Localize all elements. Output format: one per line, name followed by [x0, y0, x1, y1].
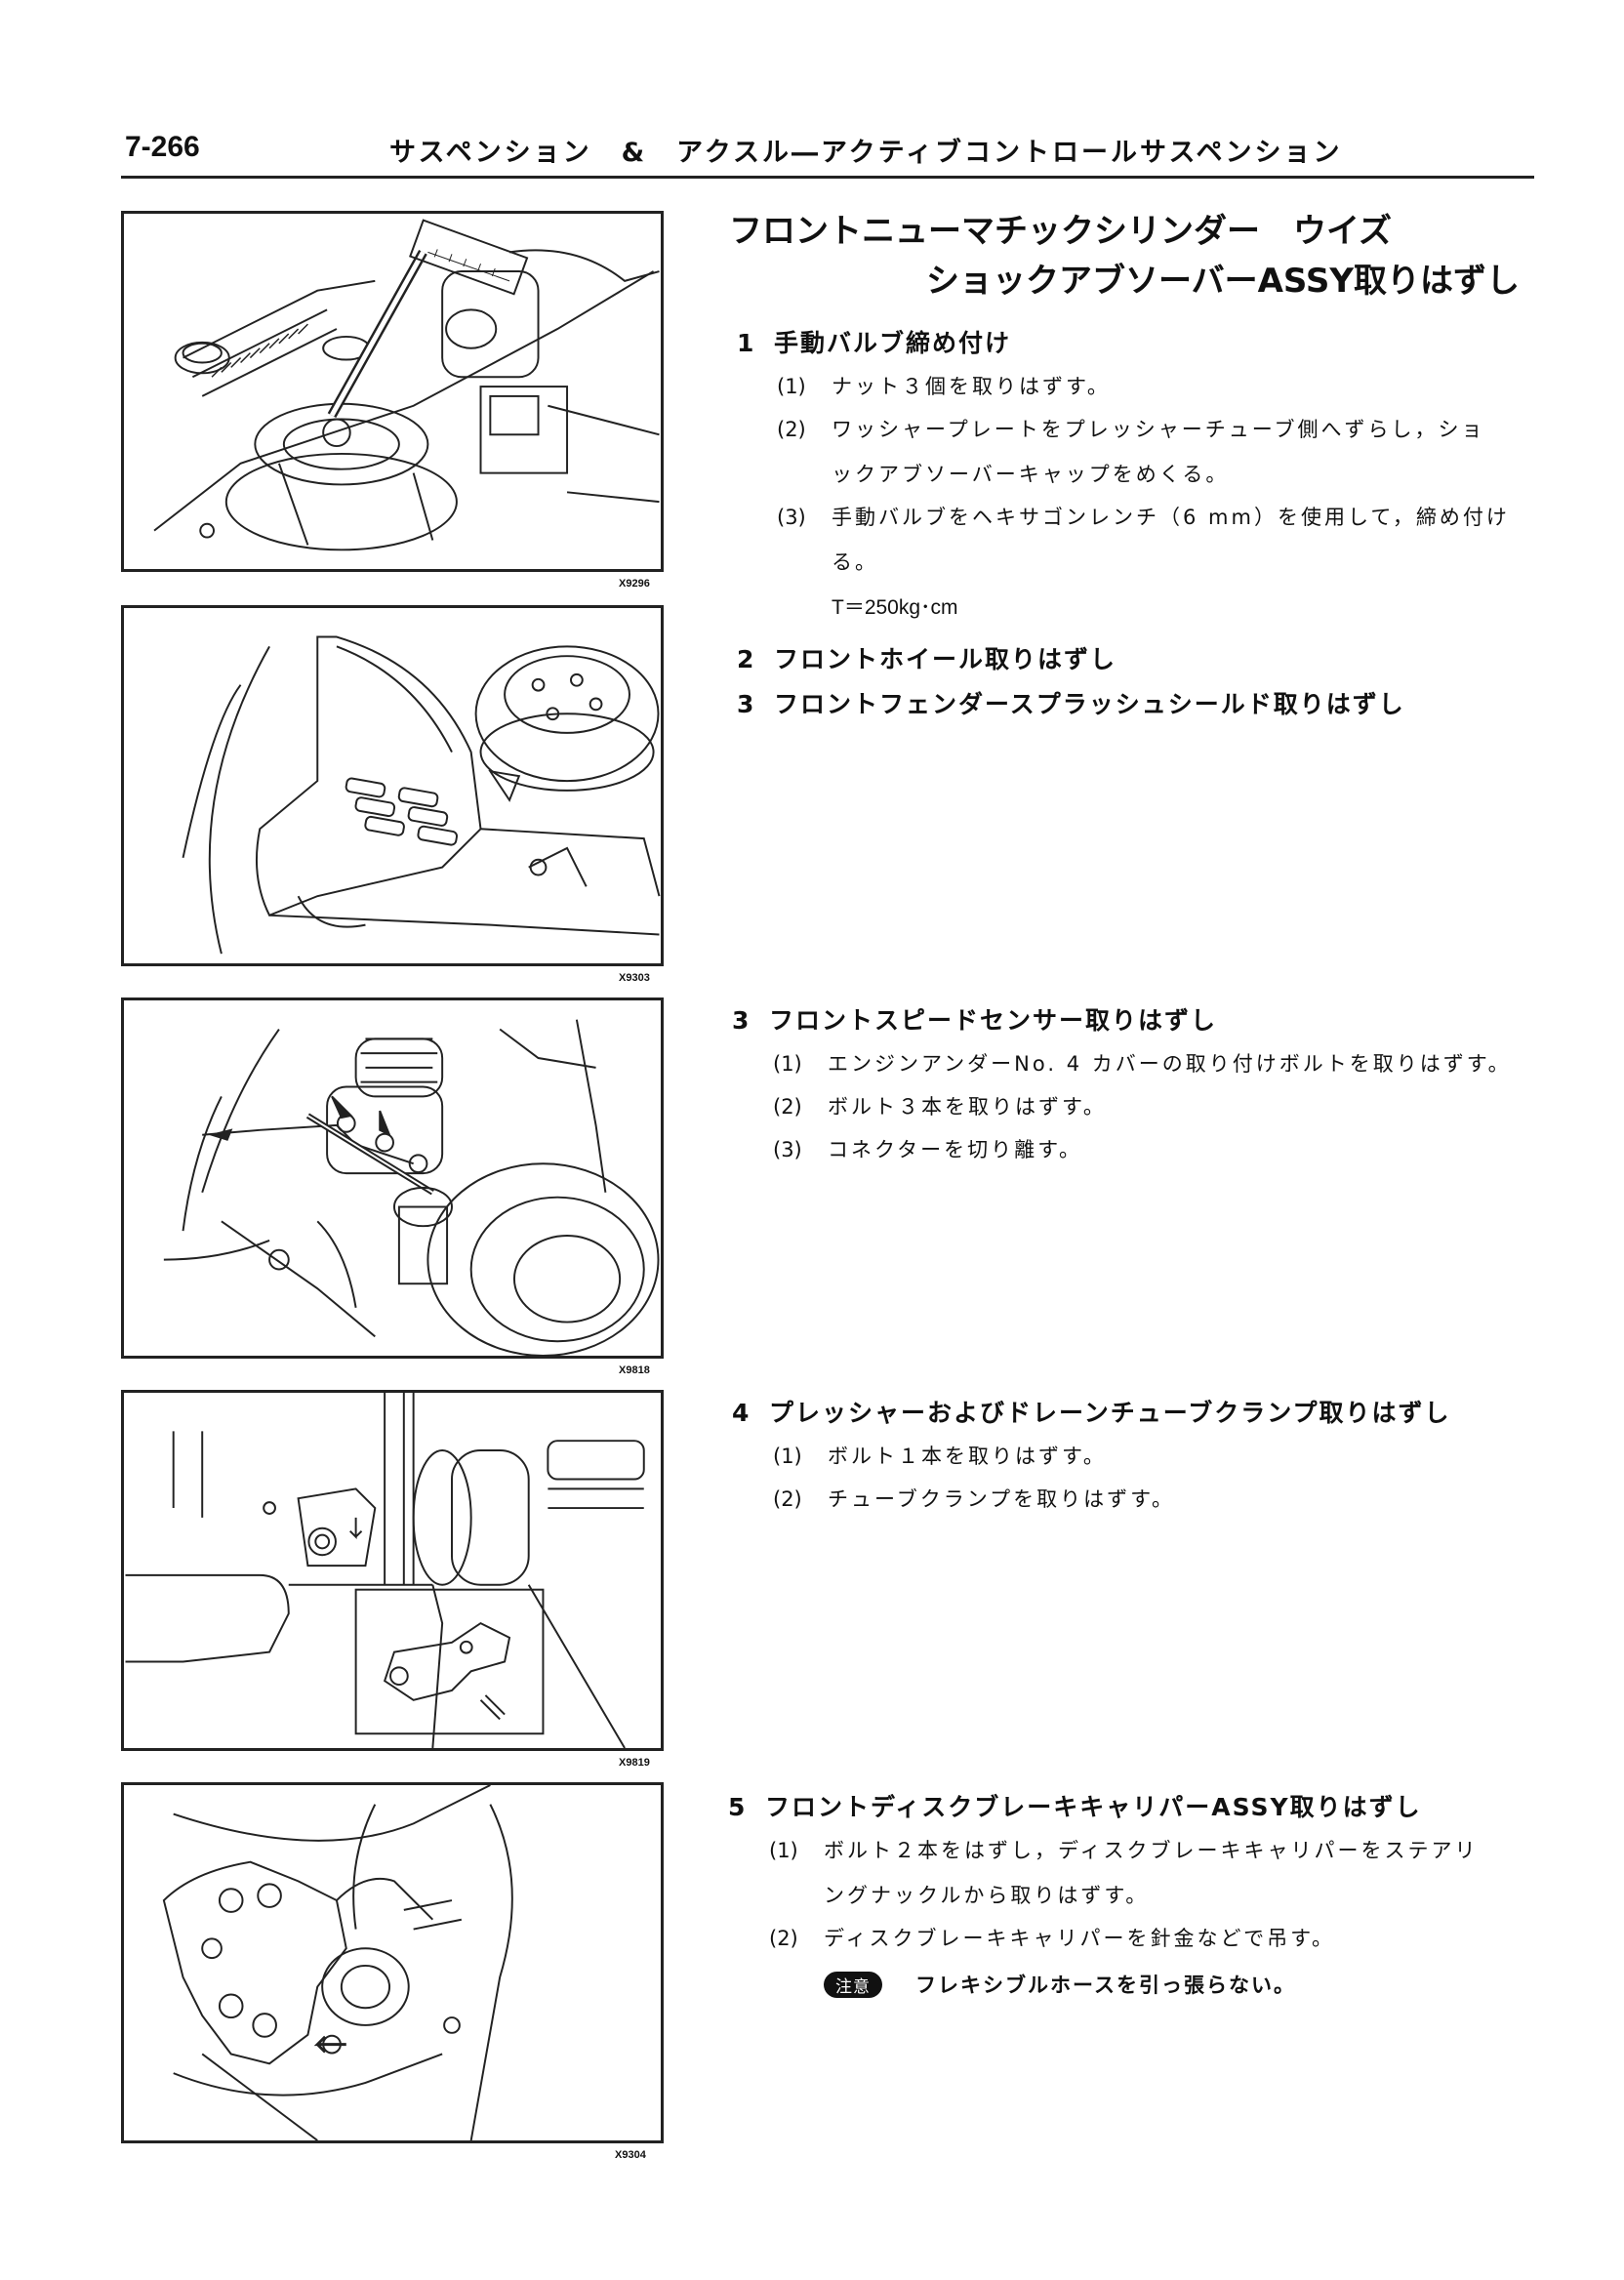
figure-5 [121, 1782, 664, 2143]
step-1-sub-3-cont: る。 [832, 550, 878, 574]
procedure-title-line2: ショックアブソーバーASSY取りはずし [925, 262, 1520, 301]
procedure-title-line1: フロントニューマチックシリンダー ウイズ [729, 212, 1392, 251]
step-3b-sub-1: (1)エンジンアンダーNo. 4 カバーの取り付けボルトを取りはずす。 [773, 1052, 1512, 1076]
figure-4 [121, 1390, 664, 1751]
step-5-sub-1-cont: ングナックルから取りはずす。 [824, 1884, 1150, 1907]
step-1-sub-2-cont: ックアブソーバーキャップをめくる。 [832, 463, 1230, 486]
figure-1-code: X9296 [619, 578, 650, 590]
torque-wrench-on-valve-illustration [153, 219, 660, 551]
page-header: 7-266 サスペンション & アクスル―アクティブコントロールサスペンション [121, 125, 1534, 179]
caution-note: 注意 フレキシブルホースを引っ張らない。 [824, 1970, 1296, 1999]
tube-clamp-illustration [125, 1393, 645, 1748]
figure-4-code: X9819 [619, 1757, 650, 1769]
step-3b-sub-2: (2)ボルト３本を取りはずす。 [773, 1095, 1107, 1119]
figure-1 [121, 211, 664, 572]
fender-splash-shield-illustration [182, 635, 661, 955]
procedure-title: フロントニューマチックシリンダー ウイズ ショックアブソーバーASSY取りはずし [729, 207, 1529, 306]
step-1-sub-1: (1)ナット３個を取りはずす。 [777, 375, 1111, 398]
figure-2 [121, 605, 664, 966]
torque-spec: T＝250kg･cm [832, 596, 958, 619]
speed-sensor-illustration [163, 1019, 660, 1356]
step-5-sub-1: (1)ボルト２本をはずし，ディスクブレーキキャリパーをステアリ [769, 1839, 1479, 1862]
caution-badge: 注意 [824, 1971, 882, 1998]
brake-caliper-illustration [162, 1785, 513, 2140]
figure-5-code: X9304 [615, 2149, 646, 2161]
figure-2-code: X9303 [619, 972, 650, 984]
step-4-sub-1: (1)ボルト１本を取りはずす。 [773, 1445, 1107, 1468]
step-3b-sub-3: (3)コネクターを切り離す。 [773, 1138, 1083, 1161]
figure-3 [121, 998, 664, 1359]
figure-3-code: X9818 [619, 1364, 650, 1376]
page-number: 7-266 [125, 131, 200, 163]
step-4-sub-2: (2)チューブクランプを取りはずす。 [773, 1487, 1176, 1511]
section-title: サスペンション & アクスル―アクティブコントロールサスペンション [389, 138, 1343, 168]
step-1-sub-2: (2)ワッシャープレートをプレッシャーチューブ側へずらし，ショ [777, 418, 1485, 441]
step-1-sub-3: (3)手動バルブをヘキサゴンレンチ（6 mm）を使用して，締め付け [777, 506, 1510, 529]
caution-text: フレキシブルホースを引っ張らない。 [915, 1974, 1296, 1997]
step-5-sub-2: (2)ディスクブレーキキャリパーを針金などで吊す。 [769, 1927, 1336, 1950]
